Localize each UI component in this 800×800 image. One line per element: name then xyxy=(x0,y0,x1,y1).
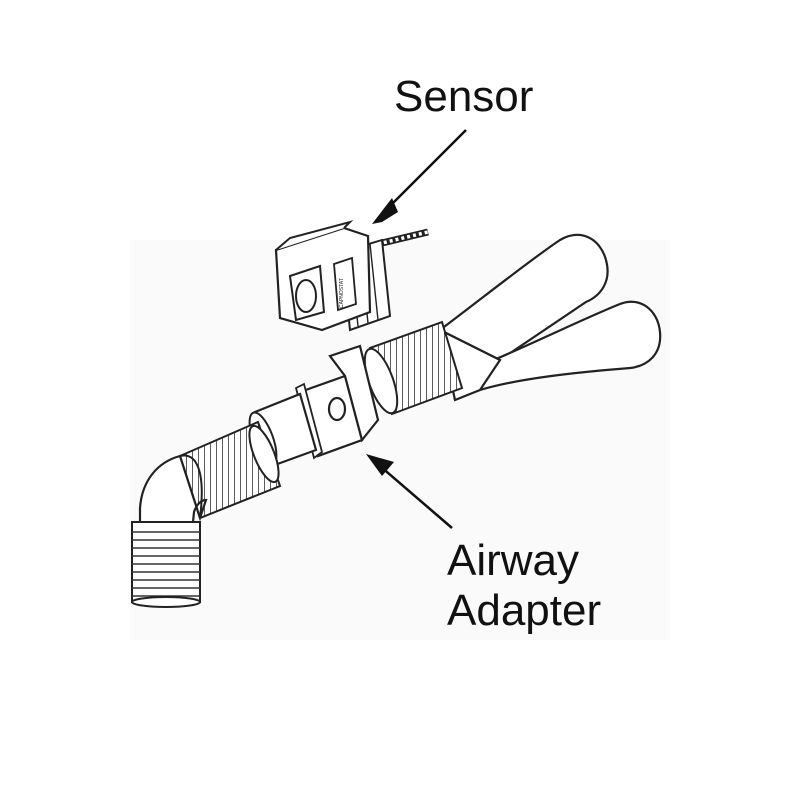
left-corrugated-tube xyxy=(178,420,282,520)
bottom-corrugated-cuff xyxy=(131,521,201,608)
airway-adapter-label-line1: Airway xyxy=(447,536,580,585)
sensor-label: Sensor xyxy=(394,72,534,121)
airway-adapter-label: Airway Adapter xyxy=(447,536,601,636)
airway-adapter xyxy=(248,344,380,468)
sensor-unit xyxy=(274,220,429,332)
airway-adapter-label-line2: Adapter xyxy=(447,586,602,635)
sensor-badge-text: CAPNOSTAT xyxy=(339,278,345,308)
y-piece-upper-branch xyxy=(437,233,609,362)
y-piece-lower-branch xyxy=(468,300,662,392)
adapter-pointer-arrow xyxy=(366,454,453,529)
sensor-pointer-arrow xyxy=(372,129,467,224)
